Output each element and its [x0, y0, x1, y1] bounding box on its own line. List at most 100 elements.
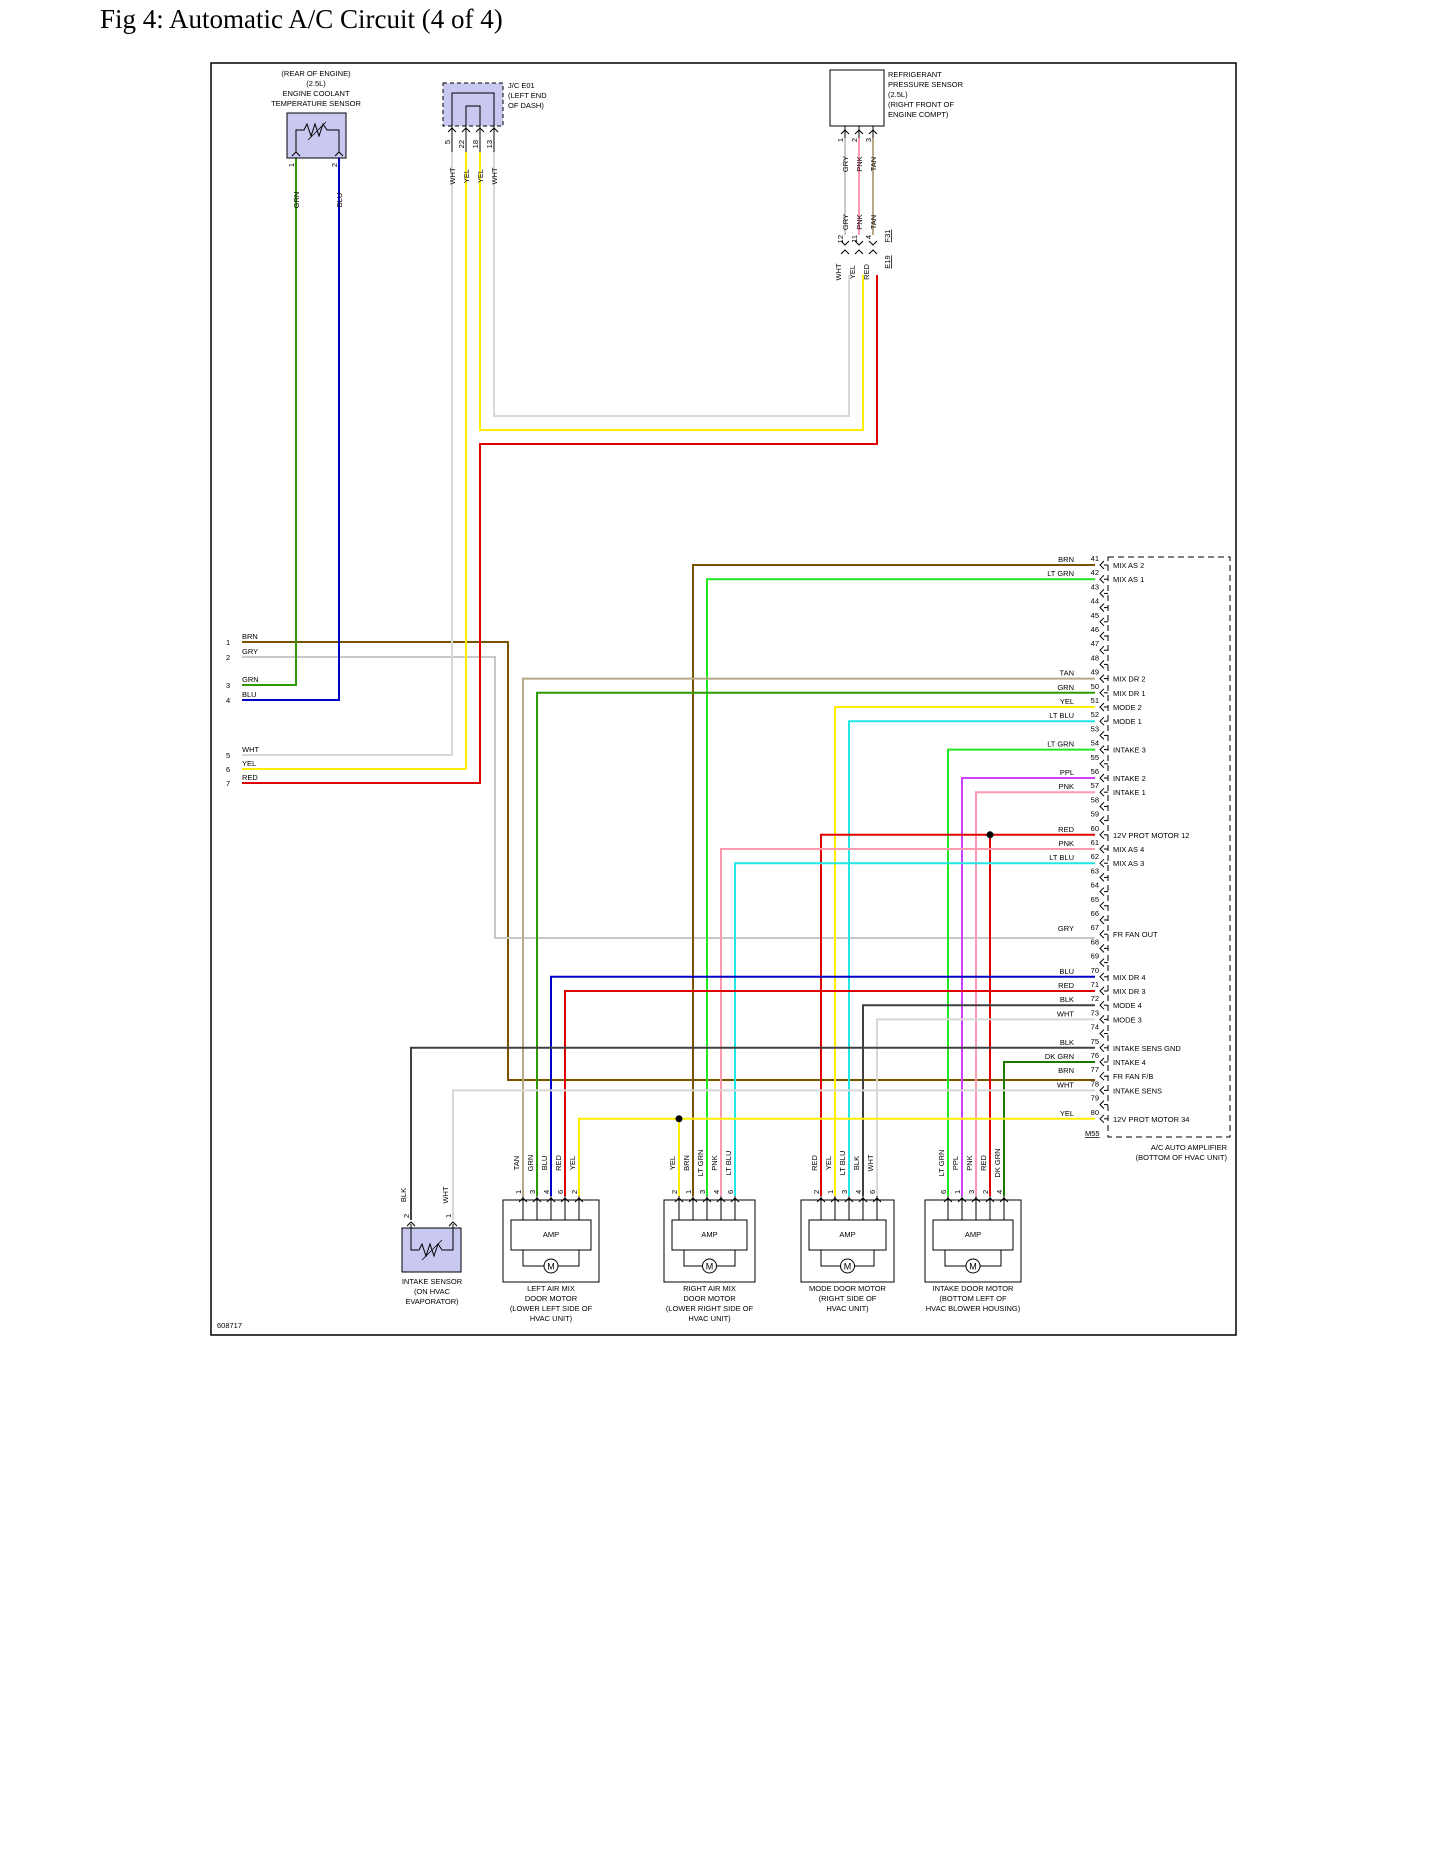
pin-terminal [1099, 901, 1105, 911]
wire-color-label: BRN [682, 1155, 691, 1171]
wire-color-label: BLK [399, 1188, 408, 1202]
junction-connector-body [442, 82, 504, 127]
pin-terminal [1099, 617, 1105, 627]
pin-number: 2 [850, 138, 859, 142]
pin-number: 5 [443, 140, 452, 144]
pin-terminal [868, 240, 878, 246]
pin-number: 3 [528, 1190, 537, 1194]
thermistor-arrow [307, 121, 327, 141]
thermistor-symbol [295, 122, 340, 152]
wire-color-label: TAN [869, 157, 878, 171]
pin-number: 3 [840, 1190, 849, 1194]
pin-terminal [1099, 1000, 1105, 1010]
pin-terminal [1099, 603, 1105, 612]
wire-color-label: PNK [1059, 782, 1074, 791]
pin-terminal [291, 151, 301, 157]
pin-terminal [840, 249, 850, 255]
pin-function-label: MODE 4 [1113, 1001, 1142, 1010]
wire-amp-50 [536, 691, 1095, 1196]
wire-jc-5 [242, 152, 453, 756]
connector-id: E19 [883, 255, 892, 268]
pin-number: 58 [1091, 795, 1099, 804]
wire-color-label: GRY [841, 156, 850, 172]
wire-color-label: WHT [242, 745, 259, 754]
motor-symbol-label: M [969, 1262, 977, 1272]
wire-jc-18 [479, 152, 864, 431]
pin-number: 44 [1091, 597, 1099, 606]
mode-door-motor-label: (RIGHT SIDE OF [819, 1294, 877, 1303]
wire-color-label: RED [242, 773, 258, 782]
left-air-mix-motor-label: LEFT AIR MIX [527, 1284, 575, 1293]
wire-amp-80 [578, 1117, 1095, 1196]
refrigerant-sensor-label: REFRIGERANT [888, 70, 942, 79]
pin-terminal [532, 1197, 542, 1203]
pin-number: 74 [1091, 1023, 1099, 1032]
wire-jc-22 [242, 152, 467, 770]
pin-number: 1 [826, 1190, 835, 1194]
pin-terminal [448, 1221, 458, 1227]
pin-number: 6 [868, 1190, 877, 1194]
pin-function-label: 12V PROT MOTOR 34 [1113, 1115, 1189, 1124]
pin-number: 63 [1091, 866, 1099, 875]
wire-color-label: BRN [1058, 555, 1074, 564]
labels-layer: (REAR OF ENGINE)(2.5L)ENGINE COOLANTTEMP… [217, 69, 1228, 1330]
pin-terminal [1099, 1086, 1105, 1095]
wire-color-label: LT GRN [1047, 569, 1074, 578]
pin-terminal [1099, 972, 1105, 982]
pin-number: 53 [1091, 724, 1099, 733]
right-air-mix-motor-label: HVAC UNIT) [688, 1314, 731, 1323]
pin-function-label: FR FAN OUT [1113, 930, 1158, 939]
left-air-mix-motor-label: HVAC UNIT) [530, 1314, 573, 1323]
pin-function-label: MIX AS 2 [1113, 561, 1144, 570]
pin-terminal [674, 1197, 684, 1203]
pin-terminal [1099, 958, 1105, 967]
wire-ect-2 [242, 152, 340, 701]
pin-terminal [1099, 986, 1105, 996]
pin-terminal [1099, 660, 1105, 669]
pin-function-label: INTAKE SENS [1113, 1086, 1162, 1095]
wire-color-label: BLU [1059, 967, 1074, 976]
wire-color-label: YEL [242, 759, 256, 768]
wire-color-label: PNK [965, 1155, 974, 1170]
pin-number: 11 [850, 235, 859, 243]
pin-function-label: MODE 3 [1113, 1015, 1142, 1024]
pin-terminal [1099, 944, 1105, 953]
pin-terminal [1099, 1015, 1105, 1024]
pin-terminal [840, 240, 850, 246]
left-air-mix-motor-label: DOOR MOTOR [525, 1294, 578, 1303]
wire-color-label: PNK [1059, 839, 1074, 848]
pin-number: 3 [967, 1190, 976, 1194]
pin-number: 6 [726, 1190, 735, 1194]
pin-function-label: INTAKE 1 [1113, 788, 1146, 797]
pin-terminal [546, 1197, 556, 1203]
right-air-mix-motor-label: RIGHT AIR MIX [683, 1284, 736, 1293]
wire-color-label: BLU [335, 193, 344, 208]
pin-terminal [1099, 1057, 1105, 1067]
wire-color-label: GRN [526, 1155, 535, 1172]
mode-door-motor-amp-block [808, 1219, 887, 1251]
pin-number: 78 [1091, 1079, 1099, 1088]
pin-terminal [716, 1197, 726, 1203]
pin-number: 79 [1091, 1094, 1099, 1103]
pin-terminal [334, 151, 344, 157]
wire-color-label: GRN [292, 192, 301, 209]
figure-title: Fig 4: Automatic A/C Circuit (4 of 4) [100, 4, 503, 34]
amplifier-body [1107, 556, 1231, 1138]
jc-bus [465, 105, 481, 126]
wire-color-label: BRN [242, 632, 258, 641]
pin-number: 4 [995, 1190, 1004, 1194]
pin-function-label: 12V PROT MOTOR 12 [1113, 831, 1189, 840]
wire-left-1-to-amp-77 [242, 641, 1095, 1081]
wire-color-label: TAN [512, 1156, 521, 1170]
wire-color-label: LT GRN [937, 1150, 946, 1177]
wire-color-label: BLU [242, 690, 257, 699]
pin-terminal [858, 1197, 868, 1203]
pin-number: 2 [330, 163, 339, 167]
ect-sensor-label: ENGINE COOLANT [282, 89, 350, 98]
pin-terminal [447, 127, 457, 133]
pin-terminal [1099, 589, 1105, 598]
pin-number: 1 [684, 1190, 693, 1194]
wire-color-label: WHT [1057, 1009, 1074, 1018]
refrigerant-sensor-body [829, 69, 885, 127]
